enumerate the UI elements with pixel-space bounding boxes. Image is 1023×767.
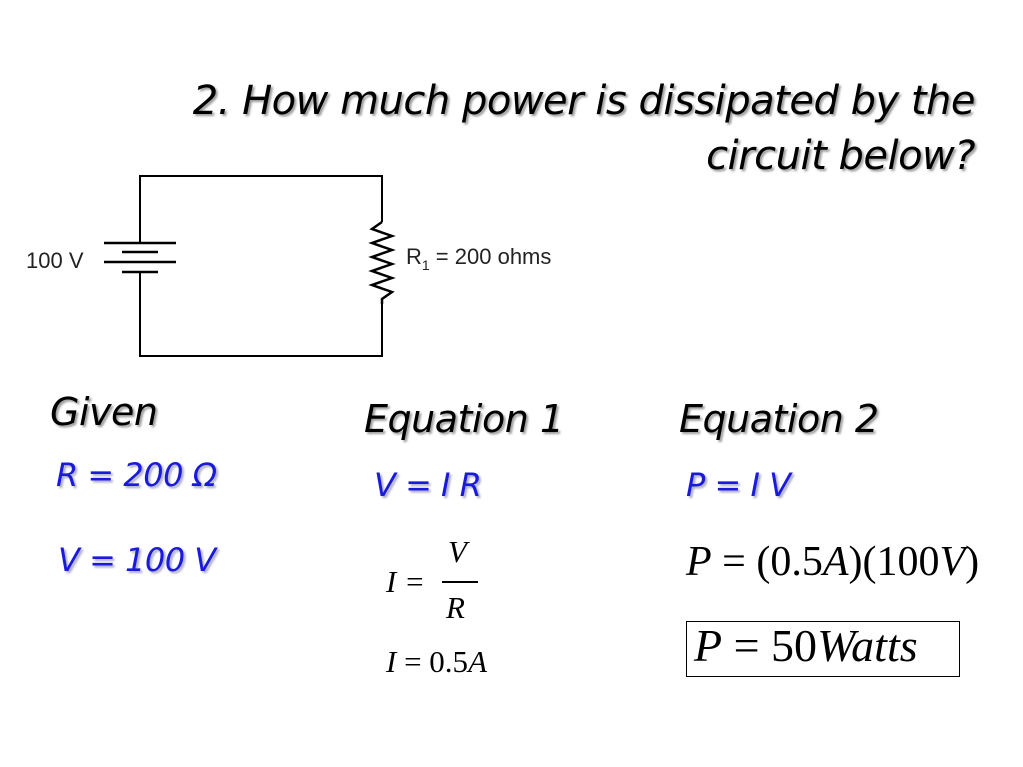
resistor-label-subscript: 1 bbox=[422, 257, 430, 273]
power-substitution-part-3: ) bbox=[965, 539, 980, 585]
resistor-label: R1 = 200 ohms bbox=[406, 244, 551, 273]
power-result-box bbox=[686, 621, 960, 677]
resistor-label-symbol: R bbox=[406, 244, 422, 269]
question-title-line-1: 2. How much power is dissipated by the bbox=[192, 78, 976, 124]
power-substitution: P = (0.5A)(100V) bbox=[686, 538, 979, 586]
power-substitution-part-1: = (0.5 bbox=[711, 539, 823, 585]
current-fraction-lhs: I = bbox=[386, 564, 425, 600]
power-result-unit: Watts bbox=[817, 620, 918, 671]
equation-1-heading: Equation 1 bbox=[364, 397, 564, 441]
current-fraction-numerator-text: V bbox=[448, 534, 467, 569]
power-result-value: = 50 bbox=[722, 620, 818, 671]
current-fraction-lhs-text: I = bbox=[386, 564, 425, 599]
fraction-bar bbox=[442, 581, 478, 583]
given-heading: Given bbox=[50, 390, 158, 434]
given-voltage: V = 100 V bbox=[58, 541, 216, 579]
current-fraction-denominator: R bbox=[446, 590, 465, 626]
question-title-line-2: circuit below? bbox=[706, 133, 975, 179]
circuit-top-wire bbox=[139, 175, 383, 243]
equation-2-formula: P = I V bbox=[686, 466, 791, 504]
circuit-bottom-wire bbox=[139, 272, 383, 357]
power-result: P = 50Watts bbox=[694, 619, 918, 672]
current-result: I = 0.5A bbox=[386, 644, 487, 680]
power-substitution-variable: P bbox=[686, 539, 712, 585]
resistor-label-value: = 200 ohms bbox=[430, 244, 552, 269]
power-substitution-unit-1: A bbox=[822, 539, 849, 585]
current-result-unit: A bbox=[468, 644, 487, 679]
current-result-value: = 0.5 bbox=[396, 644, 469, 679]
current-fraction-numerator: V bbox=[448, 534, 467, 570]
power-substitution-part-2: )(100 bbox=[848, 539, 940, 585]
battery-symbol bbox=[104, 241, 176, 274]
equation-2-heading: Equation 2 bbox=[679, 397, 879, 441]
current-fraction-denominator-text: R bbox=[446, 590, 465, 625]
question-title: 2. How much power is dissipated by the c… bbox=[115, 74, 976, 184]
resistor-zigzag bbox=[368, 220, 396, 304]
equation-1-formula: V = I R bbox=[374, 466, 482, 504]
current-fraction: I = V R bbox=[386, 534, 516, 634]
current-result-variable: I bbox=[386, 644, 397, 679]
given-resistance: R = 200 Ω bbox=[56, 456, 217, 494]
power-substitution-unit-2: V bbox=[939, 539, 966, 585]
source-voltage-label: 100 V bbox=[26, 248, 84, 273]
power-result-variable: P bbox=[694, 620, 723, 671]
